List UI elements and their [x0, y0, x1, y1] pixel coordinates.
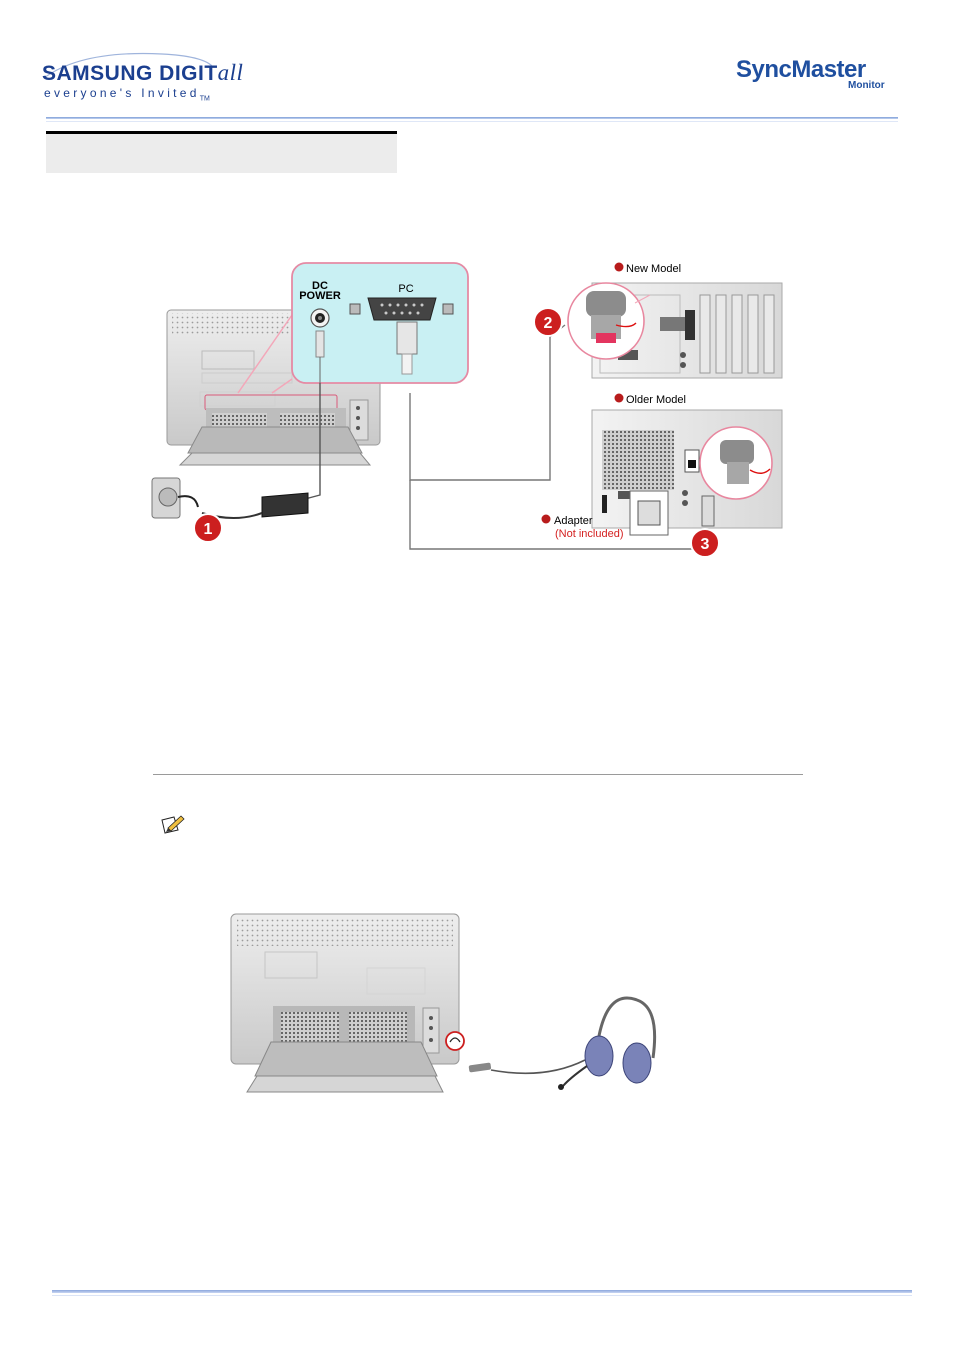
svg-text:2: 2 [544, 315, 553, 332]
older-model-label: Older Model [626, 394, 686, 406]
step-3-marker: 3 [691, 529, 719, 557]
brand-word: SAMSUNG DIGIT [42, 62, 218, 85]
adapter-label: Adapter [554, 515, 593, 527]
header-rule-shadow [46, 121, 898, 122]
svg-text:3: 3 [701, 536, 710, 553]
note-pencil-icon [160, 814, 186, 836]
brand-tm: TM [200, 95, 210, 102]
new-model-pc: New Model [568, 263, 782, 379]
product-word: SyncMaster [736, 56, 866, 84]
section-divider [153, 774, 803, 775]
not-included-label: (Not included) [555, 528, 623, 540]
svg-text:1: 1 [204, 521, 213, 538]
brand-tagline: everyone's Invited [44, 86, 200, 100]
new-model-label: New Model [626, 263, 681, 275]
rear-panel-zoom: DC POWER PC [292, 263, 468, 383]
pc-port-label: PC [398, 283, 413, 295]
headphone-plug [469, 1060, 585, 1073]
step-1-marker: 1 [194, 514, 222, 542]
footer-rule-shadow [52, 1295, 912, 1296]
samsung-digitall-logo: SAMSUNG DIGITall everyone's InvitedTM [42, 52, 214, 102]
section-title-box [46, 131, 397, 173]
older-model-pc: Older Model Adapter (Not included) [542, 394, 783, 541]
brand-all: all [218, 60, 244, 85]
power-label: POWER [299, 290, 341, 302]
monitor-back-2 [231, 914, 459, 1092]
header-rule [46, 117, 898, 119]
headset-icon [558, 998, 655, 1090]
product-sub: Monitor [848, 80, 885, 91]
syncmaster-logo: SyncMaster Monitor [736, 56, 896, 96]
headphone-jack-highlight [446, 1032, 464, 1050]
footer-rule [52, 1290, 912, 1293]
headphone-diagram [225, 908, 665, 1098]
connection-diagram: DC POWER PC New Model [140, 255, 820, 565]
step-2-marker: 2 [534, 308, 562, 336]
